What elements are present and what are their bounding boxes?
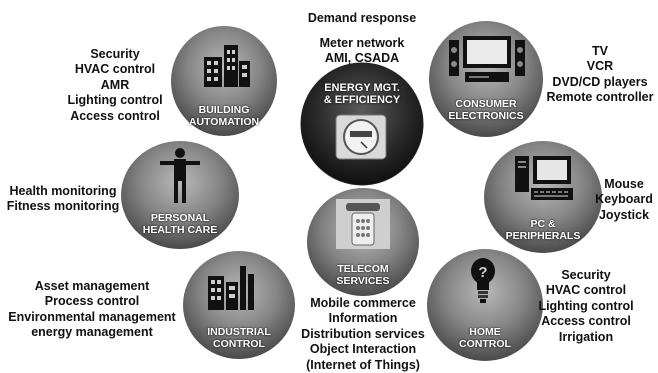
home-app-item: Lighting control	[538, 298, 634, 313]
industrial-apps-list: Asset management Process control Environ…	[4, 279, 180, 341]
telecom-app-item: Distribution services	[301, 326, 425, 341]
consumer-label-line2: ELECTRONICS	[448, 110, 524, 122]
industrial-app-item: Asset management	[34, 279, 150, 293]
personal-app-item: Health monitoring	[9, 184, 117, 198]
home-label-line1: HOME	[469, 326, 501, 338]
pc-app-item: Joystick	[598, 207, 650, 222]
demand-response-text: Demand response	[307, 11, 417, 25]
telecom-services-node: TELECOM SERVICES	[306, 187, 420, 297]
energy-app-item: Meter network	[319, 36, 405, 50]
pc-label-line2: PERIPHERALS	[505, 230, 581, 242]
personal-health-care-node: PERSONAL HEALTH CARE	[120, 140, 240, 250]
consumer-app-item: DVD/CD players	[552, 74, 648, 89]
consumer-app-item: TV	[592, 44, 608, 58]
home-control-node: ? HOME CONTROL	[426, 248, 544, 362]
home-label-line2: CONTROL	[459, 338, 511, 350]
energy-management-node: ENERGY MGT. & EFFICIENCY	[300, 62, 424, 186]
factory-icon	[208, 266, 254, 310]
home-app-item: Access control	[541, 314, 631, 329]
industrial-app-item: energy management	[31, 325, 153, 340]
personal-label-line1: PERSONAL	[150, 212, 210, 224]
home-app-item: Irrigation	[558, 329, 614, 344]
telecom-app-item: (Internet of Things)	[306, 357, 420, 372]
energy-app-item: AMI, CSADA	[324, 51, 400, 66]
personal-label-line2: HEALTH CARE	[142, 224, 218, 236]
home-app-item: Security	[561, 268, 611, 282]
pc-label-line1: PC &	[530, 218, 556, 230]
person-icon	[160, 148, 200, 203]
building-apps-list: Security HVAC control AMR Lighting contr…	[60, 47, 170, 124]
computer-icon	[515, 156, 573, 200]
consumer-app-item: VCR	[586, 59, 614, 74]
industrial-label-line1: INDUSTRIAL	[207, 326, 271, 338]
pc-apps-list: Mouse Keyboard Joystick	[592, 177, 656, 223]
home-app-item: HVAC control	[545, 283, 627, 298]
industrial-app-item: Process control	[44, 294, 140, 309]
telecom-app-item: Object Interaction	[309, 342, 417, 357]
energy-label-line1: ENERGY MGT.	[324, 82, 400, 94]
personal-apps-list: Health monitoring Fitness monitoring	[2, 184, 124, 215]
pc-peripherals-node: PC & PERIPHERALS	[483, 140, 603, 255]
pc-app-item: Mouse	[604, 177, 644, 191]
home-apps-list: Security HVAC control Lighting control A…	[534, 268, 638, 345]
consumer-app-item: Remote controller	[546, 90, 654, 105]
consumer-electronics-node: CONSUMER ELECTRONICS	[428, 20, 544, 138]
building-automation-node: BUILDING AUTOMATION	[170, 25, 278, 137]
telecom-label-line2: SERVICES	[336, 275, 390, 287]
tv-stereo-icon	[449, 36, 525, 82]
energy-top-text: Demand response	[300, 11, 424, 26]
industrial-control-node: INDUSTRIAL CONTROL	[182, 250, 296, 360]
electric-meter-icon	[335, 114, 387, 160]
pc-app-item: Keyboard	[595, 192, 653, 207]
telecom-app-item: Information	[328, 311, 398, 326]
light-bulb-icon: ?	[471, 258, 495, 303]
consumer-label-line1: CONSUMER	[455, 98, 517, 110]
building-app-item: Security	[90, 47, 140, 61]
building-app-item: Access control	[70, 108, 160, 123]
building-label-line1: BUILDING	[198, 104, 250, 116]
personal-app-item: Fitness monitoring	[6, 199, 120, 214]
consumer-apps-list: TV VCR DVD/CD players Remote controller	[545, 44, 655, 106]
building-label-line2: AUTOMATION	[188, 116, 260, 128]
building-app-item: HVAC control	[74, 62, 156, 77]
energy-label-line2: & EFFICIENCY	[323, 94, 401, 106]
office-buildings-icon	[204, 45, 250, 87]
industrial-app-item: Environmental management	[8, 309, 176, 324]
phone-handset-icon	[336, 199, 390, 249]
building-app-item: Lighting control	[67, 93, 163, 108]
building-app-item: AMR	[100, 77, 130, 92]
telecom-app-item: Mobile commerce	[310, 296, 416, 310]
telecom-label-line1: TELECOM	[337, 263, 389, 275]
energy-apps-list: Meter network AMI, CSADA	[300, 36, 424, 67]
telecom-apps-list: Mobile commerce Information Distribution…	[296, 296, 430, 373]
svg-text:?: ?	[478, 264, 487, 281]
industrial-label-line2: CONTROL	[213, 338, 265, 350]
